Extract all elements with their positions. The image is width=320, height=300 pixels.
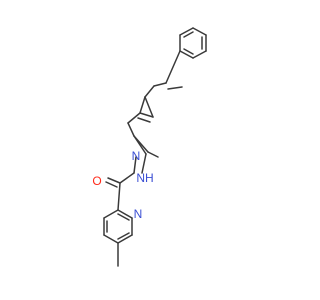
bond: [139, 112, 154, 118]
bond: [103, 209, 119, 219]
bond: [119, 172, 135, 184]
bond: [139, 96, 146, 114]
oxygen-label: O: [92, 174, 101, 188]
bond: [147, 151, 159, 158]
amide-nh-label: NH: [136, 171, 153, 185]
bond: [192, 27, 207, 36]
bond: [103, 234, 119, 244]
bond: [179, 50, 194, 59]
pyridine-ring: [103, 209, 133, 267]
bond: [107, 177, 121, 184]
bond: [133, 135, 147, 155]
bond: [183, 48, 194, 55]
bond: [192, 50, 207, 59]
bond: [165, 50, 181, 84]
hydrazone-amide: [105, 135, 159, 211]
molecule-structure: O NH N N: [92, 27, 207, 267]
bond: [133, 156, 137, 174]
bond: [127, 112, 141, 124]
bond: [117, 213, 130, 221]
bond: [117, 232, 130, 240]
bond: [179, 27, 194, 36]
diene-chain: [127, 50, 183, 137]
atom-labels: O NH N N: [92, 149, 153, 221]
bond: [167, 86, 183, 90]
pyridine-n-label: N: [134, 207, 143, 221]
bond: [153, 82, 167, 87]
bond: [117, 209, 133, 219]
bond: [137, 117, 151, 123]
bond: [183, 31, 194, 38]
bond: [127, 122, 135, 137]
bond: [117, 182, 121, 211]
bond: [117, 234, 133, 244]
bond: [144, 85, 155, 98]
phenyl-ring: [179, 27, 207, 59]
bond: [141, 153, 147, 174]
imine-n-label: N: [132, 149, 141, 163]
structure-canvas: O NH N N: [92, 27, 207, 267]
bond: [144, 96, 154, 118]
bond: [105, 181, 118, 188]
